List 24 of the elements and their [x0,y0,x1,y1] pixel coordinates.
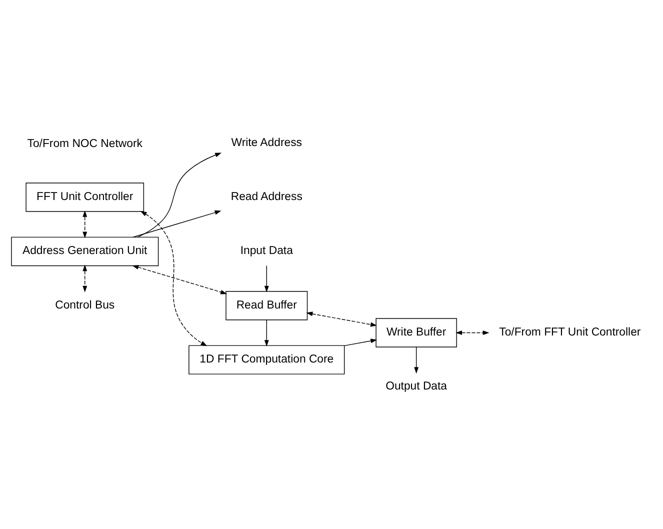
node-text: To/From FFT Unit Controller [499,326,641,338]
arrow [264,264,269,292]
arrow [137,152,222,238]
arrow [132,210,222,237]
arrow [82,210,88,238]
arrow [344,338,378,346]
node-text: Control Bus [55,298,115,311]
arrow [306,311,377,326]
arrow [456,330,490,334]
arrow [132,264,228,294]
node-box: 1D FFT Computation Core [188,344,345,374]
node-text: Input Data [240,244,293,257]
node-box: Read Buffer [226,290,308,320]
node-box: FFT Unit Controller [26,182,144,212]
node-text: Write Address [231,136,302,148]
arrow [82,264,88,292]
node-box: Address Generation Unit [11,236,159,266]
arrow [414,346,419,374]
label: To/From NOC Network [27,138,142,150]
node-text: Read Address [230,190,302,202]
node-text: Output Data [386,380,448,392]
node-box: Write Buffer [376,318,457,347]
arrow [264,319,269,346]
arrow [140,210,208,346]
